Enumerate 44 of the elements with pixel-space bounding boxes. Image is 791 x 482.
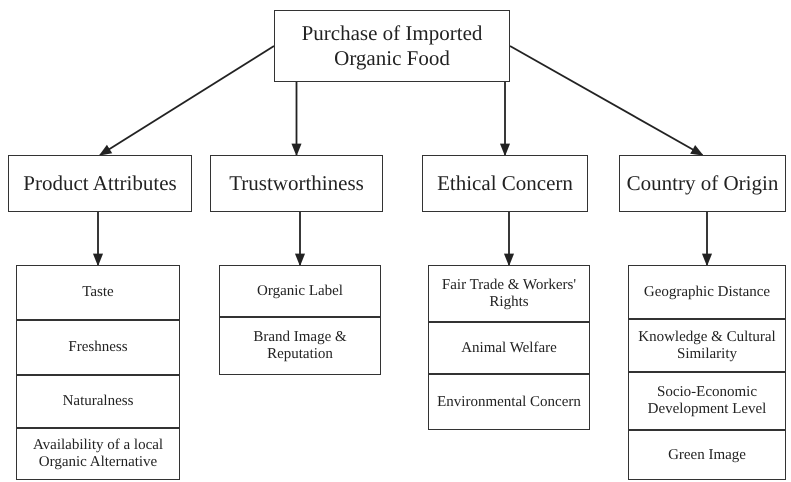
arrow <box>500 82 510 156</box>
arrow <box>510 45 704 156</box>
factor-box <box>219 265 381 317</box>
arrow <box>291 82 302 156</box>
factor-label: Environmental Concern <box>436 394 582 410</box>
factor-label: Availability of a local Organic Alternative <box>32 437 164 471</box>
arrow <box>92 212 104 266</box>
title-label: Purchase of Imported Organic Food <box>300 21 484 71</box>
arrow <box>98 45 274 156</box>
arrow <box>504 212 514 266</box>
factor-box <box>16 375 180 428</box>
factor-box <box>16 265 180 320</box>
factor-box <box>628 265 786 319</box>
factor-label: Socio-Economic Development Level <box>646 384 768 418</box>
category-box <box>210 155 383 212</box>
category-label: Ethical Concern <box>436 171 574 196</box>
factor-label: Taste <box>81 284 115 301</box>
arrow <box>702 212 712 266</box>
factor-box <box>628 372 786 430</box>
factor-box <box>428 374 590 430</box>
category-box <box>422 155 588 212</box>
factor-label: Animal Welfare <box>460 340 558 356</box>
factor-label: Green Image <box>667 446 747 464</box>
category-label: Trustworthiness <box>228 171 365 196</box>
factor-label: Geographic Distance <box>642 284 772 300</box>
factor-box <box>628 430 786 480</box>
category-label: Country of Origin <box>626 171 780 196</box>
category-box <box>619 155 786 212</box>
arrow <box>294 212 306 266</box>
factor-box <box>428 265 590 322</box>
factor-label: Naturalness <box>62 393 134 410</box>
factor-label: Freshness <box>67 339 129 356</box>
factor-box <box>428 322 590 374</box>
factor-label: Knowledge & Cultural Similarity <box>637 328 777 362</box>
root-box <box>274 10 510 82</box>
factor-box <box>628 319 786 372</box>
factor-box <box>16 320 180 375</box>
factor-box <box>219 317 381 375</box>
factor-box <box>16 428 180 480</box>
factor-label: Fair Trade & Workers' Rights <box>440 276 578 310</box>
factor-label: Brand Image & Reputation <box>252 329 348 363</box>
category-box <box>8 155 192 212</box>
category-label: Product Attributes <box>22 171 178 196</box>
factor-label: Organic Label <box>256 282 344 300</box>
